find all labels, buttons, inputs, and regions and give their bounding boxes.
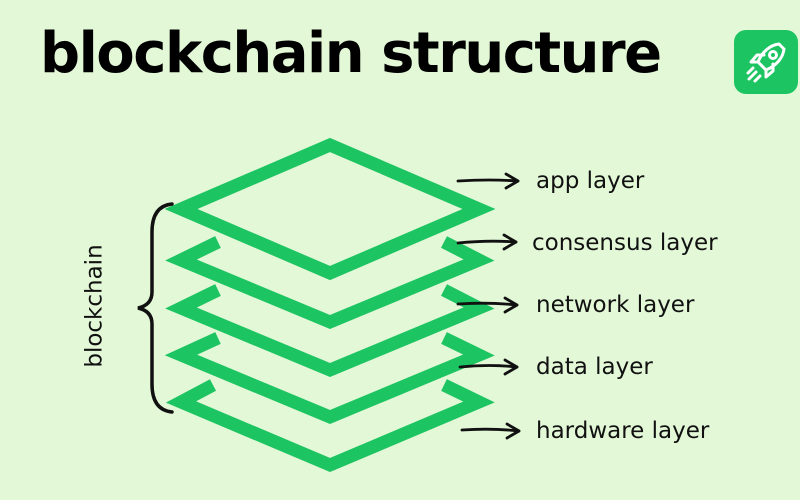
brand-logo (734, 30, 798, 94)
rocket-icon (746, 42, 786, 83)
layer-data-shape (164, 332, 495, 425)
arrow-consensus (456, 233, 518, 251)
brace-label: blockchain (81, 244, 108, 368)
arrow-data (458, 358, 519, 376)
layer-consensus-shape (165, 236, 495, 330)
layer-network-shape (165, 284, 495, 378)
layer-app-shape (164, 137, 496, 281)
page-title: blockchain structure (40, 21, 662, 86)
arrow-network (456, 296, 519, 314)
layer-label-data: data layer (536, 354, 653, 380)
layer-label-app: app layer (536, 168, 645, 194)
layer-label-hardware: hardware layer (536, 418, 710, 444)
layer-hardware-shape (165, 379, 495, 473)
layer-label-network: network layer (536, 292, 695, 318)
arrow-hardware (460, 422, 521, 440)
brace (137, 202, 174, 414)
arrow-app (456, 172, 520, 190)
layer-label-consensus: consensus layer (532, 230, 718, 256)
